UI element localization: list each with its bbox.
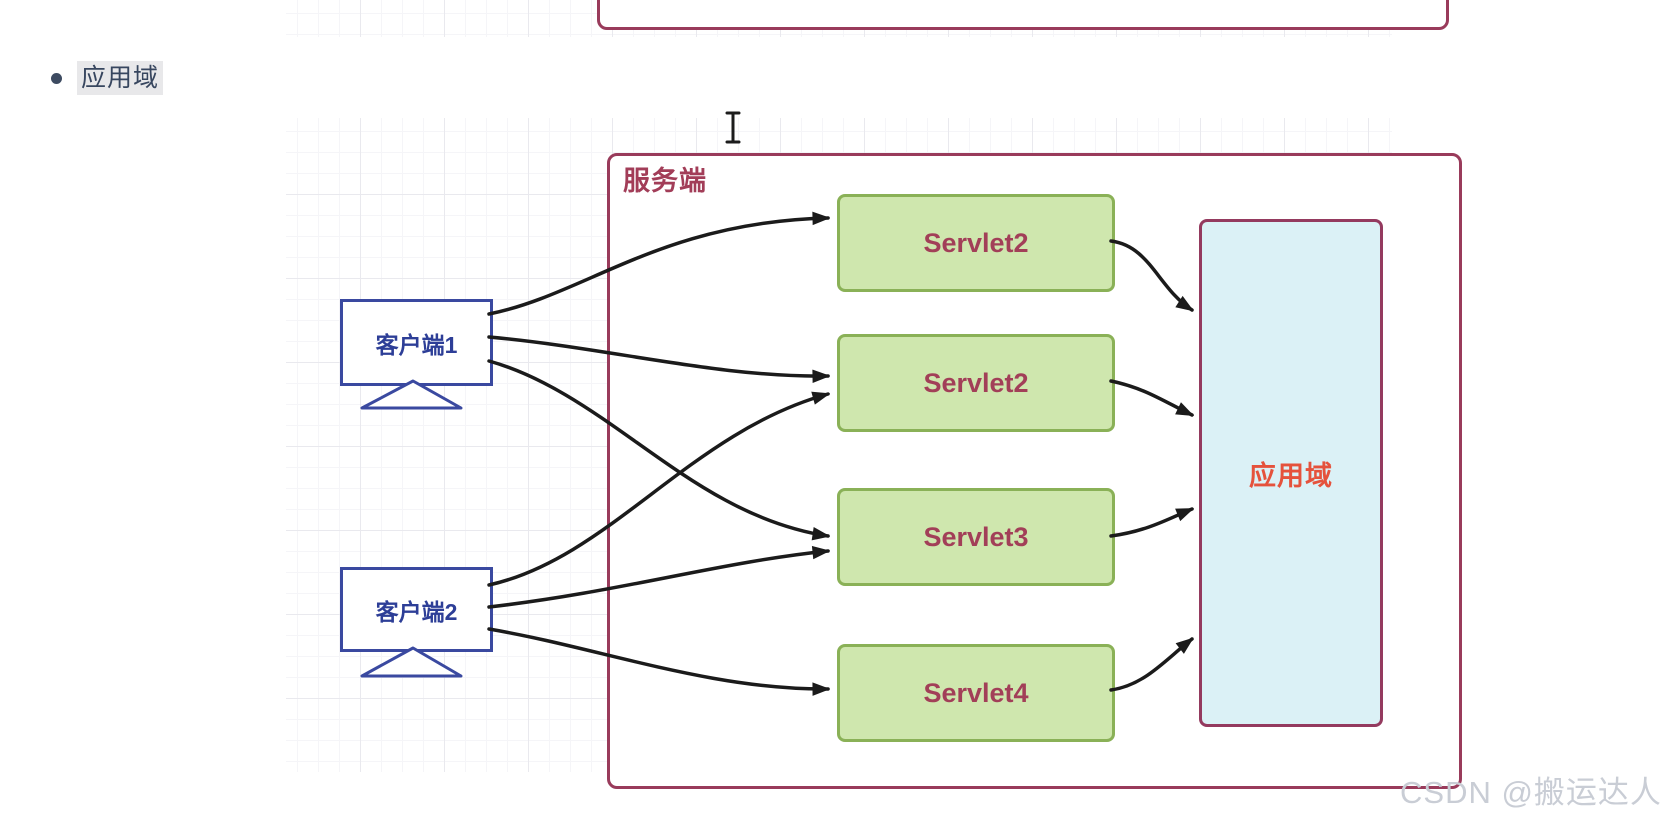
servlet1-label: Servlet2 [923, 227, 1029, 258]
csdn-watermark: CSDN @搬运达人 [1400, 775, 1661, 810]
servlet3-label: Servlet3 [923, 521, 1029, 552]
clipped-top-diagram-box [597, 0, 1449, 30]
servlet-node-4: Servlet4 [837, 644, 1115, 742]
servlet-node-2: Servlet2 [837, 334, 1115, 432]
servlet2-label: Servlet2 [923, 367, 1029, 398]
bullet-item-text[interactable]: 应用域 [77, 61, 164, 95]
app-domain-label: 应用域 [1249, 460, 1333, 491]
client1-node: 客户端1 [340, 299, 493, 386]
app-domain-node: 应用域 [1199, 219, 1383, 727]
client2-label: 客户端2 [375, 598, 458, 625]
servlet4-label: Servlet4 [923, 677, 1029, 708]
client2-node: 客户端2 [340, 567, 493, 652]
bullet-point [51, 73, 62, 84]
client1-label: 客户端1 [375, 331, 458, 358]
server-label: 服务端 [623, 166, 707, 196]
servlet-node-1: Servlet2 [837, 194, 1115, 292]
servlet-node-3: Servlet3 [837, 488, 1115, 586]
